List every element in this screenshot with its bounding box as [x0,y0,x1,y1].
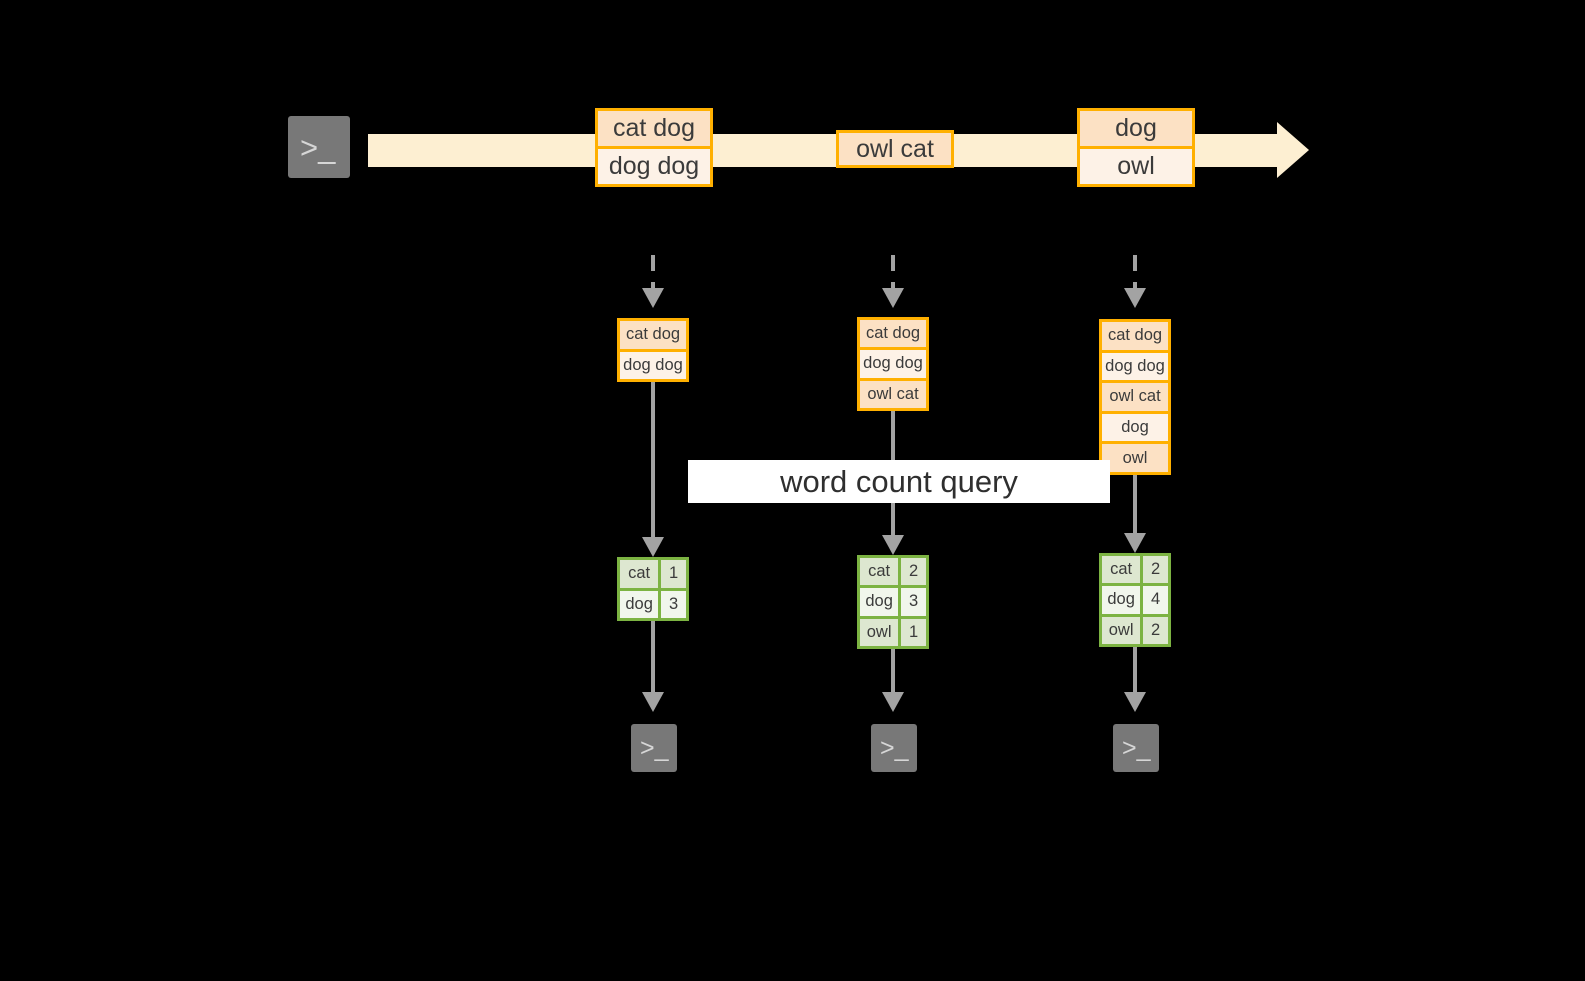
result-row: owl 1 [860,615,926,646]
result-count: 2 [1140,556,1168,584]
batch-input-line: owl cat [860,377,926,408]
batch-input-line: dog [1102,410,1168,442]
result-count: 3 [658,590,686,618]
sink-arrow-line [891,649,895,696]
result-word: dog [860,588,899,616]
timeline-event-box: owl cat [836,130,954,168]
timeline-arrow-right-icon [1277,122,1309,178]
timeline-event-line: owl [1080,146,1192,184]
result-word: cat [1102,556,1141,584]
sink-terminal-icon: >_ [620,713,688,783]
result-count: 1 [658,560,686,588]
result-word: owl [860,618,899,646]
timeline-event-box: dog owl [1077,108,1195,187]
terminal-prompt-glyph: >_ [640,734,669,762]
query-arrow-line [651,382,655,547]
sink-arrow-head [642,692,664,712]
result-count: 3 [898,588,926,616]
sink-arrow-line [651,621,655,696]
dashed-feed-arrow-line [891,255,895,300]
result-word: dog [1102,586,1141,614]
query-arrow-line [1133,475,1137,545]
timeline-event-line: cat dog [598,111,710,146]
terminal-prompt-glyph: >_ [1122,734,1151,762]
result-count: 1 [898,618,926,646]
batch-input-line: owl [1102,441,1168,472]
result-row: owl 2 [1102,613,1168,644]
batch-input-line: dog dog [860,347,926,378]
dashed-feed-arrow-head [642,288,664,308]
terminal-prompt-glyph: >_ [880,734,909,762]
query-arrow-head [642,537,664,557]
result-row: cat 2 [860,558,926,586]
sink-terminal-icon: >_ [1102,713,1170,783]
terminal-prompt-glyph: >_ [300,130,336,165]
dashed-feed-arrow-line [651,255,655,300]
result-word: cat [860,558,899,586]
batch-input-line: cat dog [620,321,686,349]
result-word: cat [620,560,659,588]
result-count: 2 [898,558,926,586]
timeline-event-box: cat dog dog dog [595,108,713,187]
result-word: dog [620,590,659,618]
batch-input-stack: cat dog dog dog [617,318,689,382]
query-arrow-head [882,535,904,555]
dashed-feed-arrow-line [1133,255,1137,300]
result-count: 4 [1140,586,1168,614]
batch-input-line: cat dog [860,320,926,348]
query-label-band: word count query [688,460,1110,503]
result-count: 2 [1140,616,1168,644]
dashed-feed-arrow-head [882,288,904,308]
timeline-event-line: dog dog [598,146,710,184]
query-label-text: word count query [780,463,1018,499]
result-row: dog 4 [1102,583,1168,614]
word-count-result-table: cat 1 dog 3 [617,557,689,621]
word-count-result-table: cat 2 dog 4 owl 2 [1099,553,1171,647]
batch-input-line: dog dog [620,348,686,379]
batch-input-line: cat dog [1102,322,1168,350]
sink-arrow-head [1124,692,1146,712]
query-arrow-head [1124,533,1146,553]
batch-input-stack: cat dog dog dog owl cat dog owl [1099,319,1171,475]
batch-input-line: owl cat [1102,380,1168,411]
sink-arrow-head [882,692,904,712]
word-count-result-table: cat 2 dog 3 owl 1 [857,555,929,649]
result-row: cat 1 [620,560,686,588]
result-row: dog 3 [860,585,926,616]
dashed-feed-arrow-head [1124,288,1146,308]
result-row: cat 2 [1102,556,1168,584]
source-terminal-icon: >_ [277,105,361,189]
batch-input-stack: cat dog dog dog owl cat [857,317,929,411]
result-word: owl [1102,616,1141,644]
result-row: dog 3 [620,587,686,618]
sink-arrow-line [1133,647,1137,696]
timeline-event-line: owl cat [839,133,951,165]
batch-input-line: dog dog [1102,349,1168,381]
timeline-event-line: dog [1080,111,1192,146]
sink-terminal-icon: >_ [860,713,928,783]
